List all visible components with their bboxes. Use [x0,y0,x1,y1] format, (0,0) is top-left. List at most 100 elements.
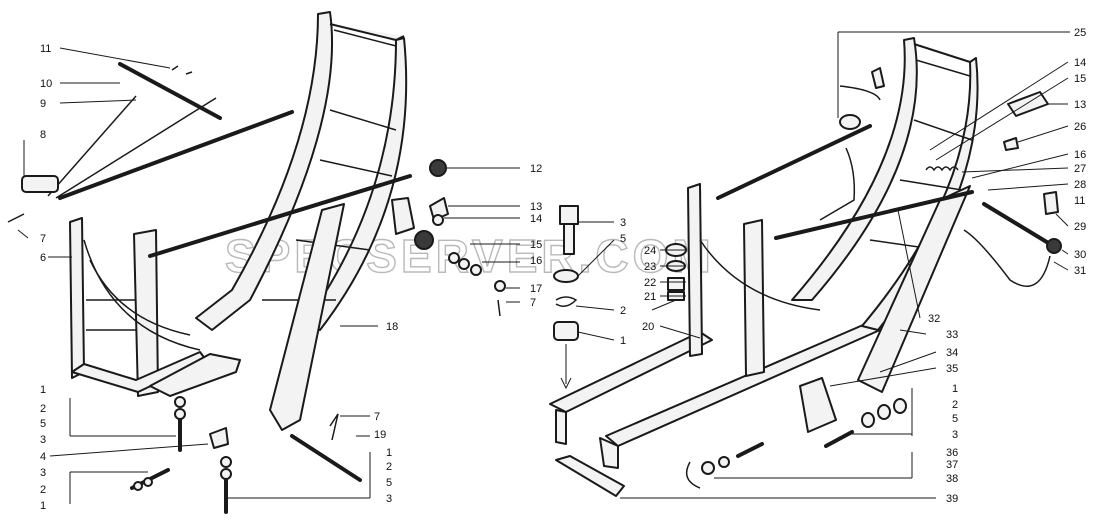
label-10: 10 [40,78,52,90]
label-28: 28 [1074,179,1086,191]
label-35: 35 [946,363,958,375]
bracket-arc [685,461,701,489]
label-12: 12 [530,163,542,175]
rail-end-left [555,409,567,445]
leader-33 [899,329,927,335]
leader-35 [829,367,937,387]
washer-3 [143,477,153,487]
label-13r: 13 [1074,99,1086,111]
label-19: 19 [374,429,386,441]
label-3d: 3 [620,217,626,229]
leader-2b [651,299,677,311]
right-washer-5 [861,412,875,428]
labels-right: 25 14 15 13 26 16 27 28 11 29 30 31 32 3… [928,27,1086,505]
washer-5 [553,269,579,283]
leader-30 [1061,249,1069,255]
pin-29 [982,202,1052,246]
label-14r: 14 [1074,57,1086,69]
bolt-shank-3 [563,223,575,255]
label-7b: 7 [374,411,380,423]
washer-1 [174,396,186,408]
upper-rod [58,110,294,200]
star-knob [414,230,434,250]
leader-16r [971,153,1069,179]
leader-27 [961,167,1069,173]
arrow-head [560,377,572,390]
label-15r: 15 [1074,73,1086,85]
label-7: 7 [40,233,46,245]
right-upright-b [743,219,765,377]
leader-34 [879,351,937,373]
rear-upright-post [69,217,85,379]
label-16r: 16 [1074,149,1086,161]
label-39: 39 [946,493,958,505]
bolt-36 [736,442,764,458]
cotter-11 [1043,191,1059,215]
label-3: 3 [40,434,46,446]
label-29: 29 [1074,221,1086,233]
right-washer-1 [893,398,907,414]
cotter-pin-7c [497,299,501,317]
label-3r: 3 [952,429,958,441]
label-33: 33 [946,329,958,341]
label-6: 6 [40,252,46,264]
spring-washer-2 [555,296,578,307]
label-30: 30 [1074,249,1086,261]
right-upper-rod [716,124,872,200]
safety-wire [47,95,137,197]
labels-center: 12 13 14 15 16 17 7 18 7 19 1 2 5 3 3 5 … [374,163,656,505]
washer-stack [220,468,232,480]
nut-17 [494,280,506,292]
right-curved-arm [791,37,918,301]
block-22 [667,277,685,291]
lock-arc [839,85,881,101]
leader-31 [1053,261,1069,271]
washer-37 [718,456,730,468]
leader-11 [59,47,171,69]
lock-key [871,67,885,89]
label-15: 15 [530,239,542,251]
right-tie-rod [774,190,974,240]
leader-28 [987,183,1069,191]
label-27: 27 [1074,163,1086,175]
label-26: 26 [1074,121,1086,133]
label-5r: 5 [952,413,958,425]
label-25: 25 [1074,27,1086,39]
label-4: 4 [40,451,46,463]
label-3c: 3 [386,493,392,505]
label-2d: 2 [620,305,626,317]
cradle-curve-inner [89,259,191,336]
nut-38 [701,461,715,475]
leader-20 [659,325,701,339]
label-17: 17 [530,283,542,295]
leader-29 [1055,213,1069,227]
nut-30 [1046,238,1062,254]
nut-stack [220,456,232,468]
label-14: 14 [530,213,542,225]
leader-15r [935,77,1069,161]
washer-15a [448,252,460,264]
curved-support-arm [195,11,333,331]
bolt-head-3 [559,205,579,225]
leader-9 [59,99,137,104]
washer-2 [174,408,186,420]
bracket-4 [209,427,229,449]
label-11r: 11 [1074,195,1085,207]
arm-crossbars [262,29,397,301]
label-7c: 7 [530,297,536,309]
leader-spring-2 [575,305,615,311]
right-arm-outer-rail [861,43,979,331]
label-1b: 1 [40,500,46,512]
pin-rod-19 [290,434,362,482]
label-2c: 2 [386,461,392,473]
label-2b: 2 [40,484,46,496]
pin-26 [1003,137,1019,151]
label-18: 18 [386,321,398,333]
wire-28 [819,147,856,221]
right-washer-2 [877,404,891,420]
label-3b: 3 [40,467,46,479]
label-32: 32 [928,313,940,325]
washer-16 [470,264,482,276]
label-5: 5 [40,418,46,430]
